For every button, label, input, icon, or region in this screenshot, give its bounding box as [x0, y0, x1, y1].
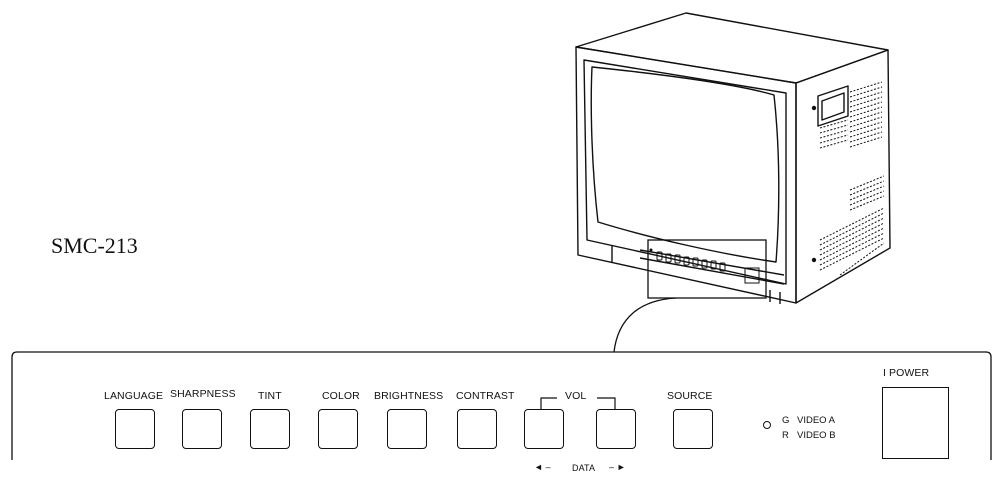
- brightness-button[interactable]: [387, 409, 427, 449]
- left-arrow-icon: ◄ –: [534, 462, 551, 472]
- language-label: LANGUAGE: [104, 390, 164, 402]
- brightness-label: BRIGHTNESS: [374, 390, 444, 402]
- sharpness-label: SHARPNESS: [170, 388, 236, 400]
- source-label: SOURCE: [667, 390, 713, 402]
- contrast-button[interactable]: [457, 409, 497, 449]
- indicator-led-icon: [763, 421, 771, 429]
- color-button[interactable]: [318, 409, 358, 449]
- model-name: SMC-213: [51, 233, 138, 258]
- sharpness-button[interactable]: [182, 409, 222, 449]
- language-button[interactable]: [115, 409, 155, 449]
- vol-down-button[interactable]: [524, 409, 564, 449]
- vol-label: VOL: [565, 390, 587, 402]
- led-r-letter: R: [782, 430, 789, 441]
- power-button[interactable]: [882, 387, 949, 459]
- source-button[interactable]: [673, 409, 713, 449]
- led-g-letter: G: [782, 415, 790, 426]
- color-label: COLOR: [322, 390, 360, 402]
- led-video-b-label: VIDEO B: [797, 430, 836, 441]
- contrast-label: CONTRAST: [456, 390, 515, 402]
- right-arrow-icon: – ►: [609, 462, 626, 472]
- vol-up-button[interactable]: [596, 409, 636, 449]
- power-label: I POWER: [883, 367, 930, 379]
- data-label: DATA: [572, 463, 596, 473]
- tint-button[interactable]: [250, 409, 290, 449]
- led-video-a-label: VIDEO A: [797, 415, 836, 426]
- tint-label: TINT: [258, 390, 282, 402]
